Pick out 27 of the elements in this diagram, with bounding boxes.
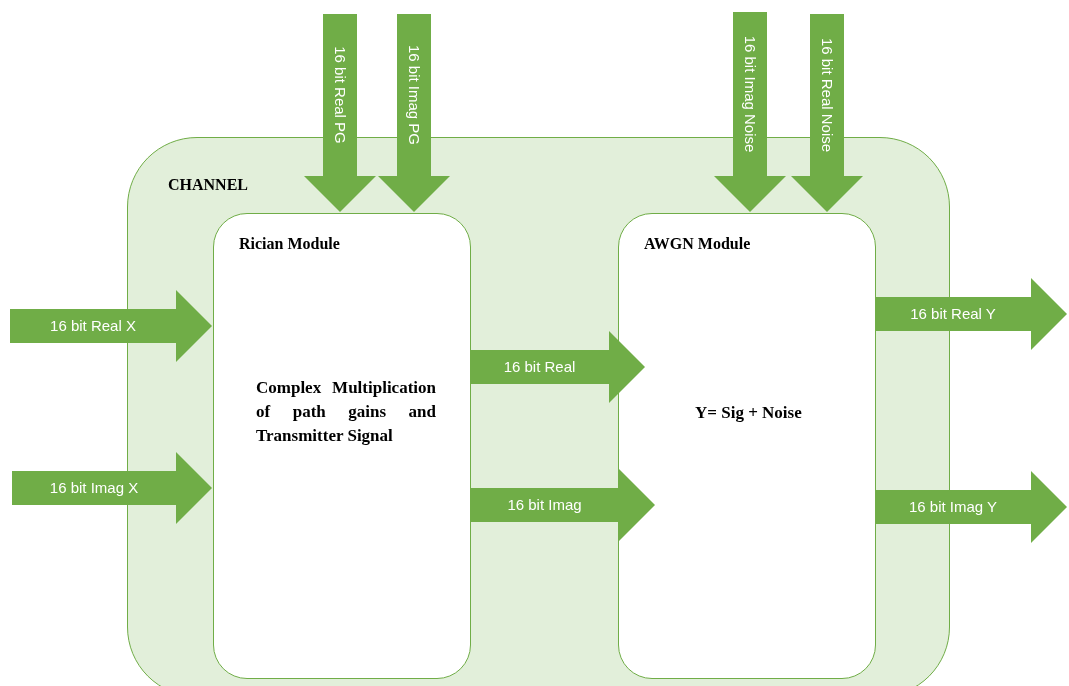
block-arrow (10, 290, 212, 362)
block-arrow (378, 14, 450, 212)
block-arrow (304, 14, 376, 212)
block-arrow (714, 12, 786, 212)
module-box (618, 213, 876, 679)
block-arrow (791, 14, 863, 212)
arrow-label: 16 bit Real (503, 358, 576, 376)
block-arrow (875, 278, 1067, 350)
module-description: Complex Multiplication of path gains and Transmitter Signal (256, 377, 436, 447)
module-box (213, 213, 471, 679)
block-arrow (470, 469, 655, 541)
module-title: Rician Module (239, 235, 340, 253)
arrow-label: 16 bit Imag X (49, 479, 139, 497)
arrow-label: 16 bit Imag Y (908, 498, 998, 516)
arrow-label: 16 bit Imag (507, 496, 582, 514)
arrow-label: 16 bit Real X (50, 317, 136, 335)
module-title: AWGN Module (644, 235, 751, 253)
arrow-label: 16 bit Real PG (331, 46, 349, 144)
block-arrow (12, 452, 212, 524)
block-arrow (875, 471, 1067, 543)
module-description: Y= Sig + Noise (695, 402, 802, 424)
arrow-label: 16 bit Real Y (910, 305, 996, 323)
arrow-label: 16 bit Imag PG (405, 44, 423, 146)
block-arrow (470, 331, 645, 403)
arrow-label: 16 bit Imag Noise (741, 35, 759, 153)
module-title: CHANNEL (168, 176, 248, 194)
arrow-label: 16 bit Real Noise (818, 37, 836, 153)
